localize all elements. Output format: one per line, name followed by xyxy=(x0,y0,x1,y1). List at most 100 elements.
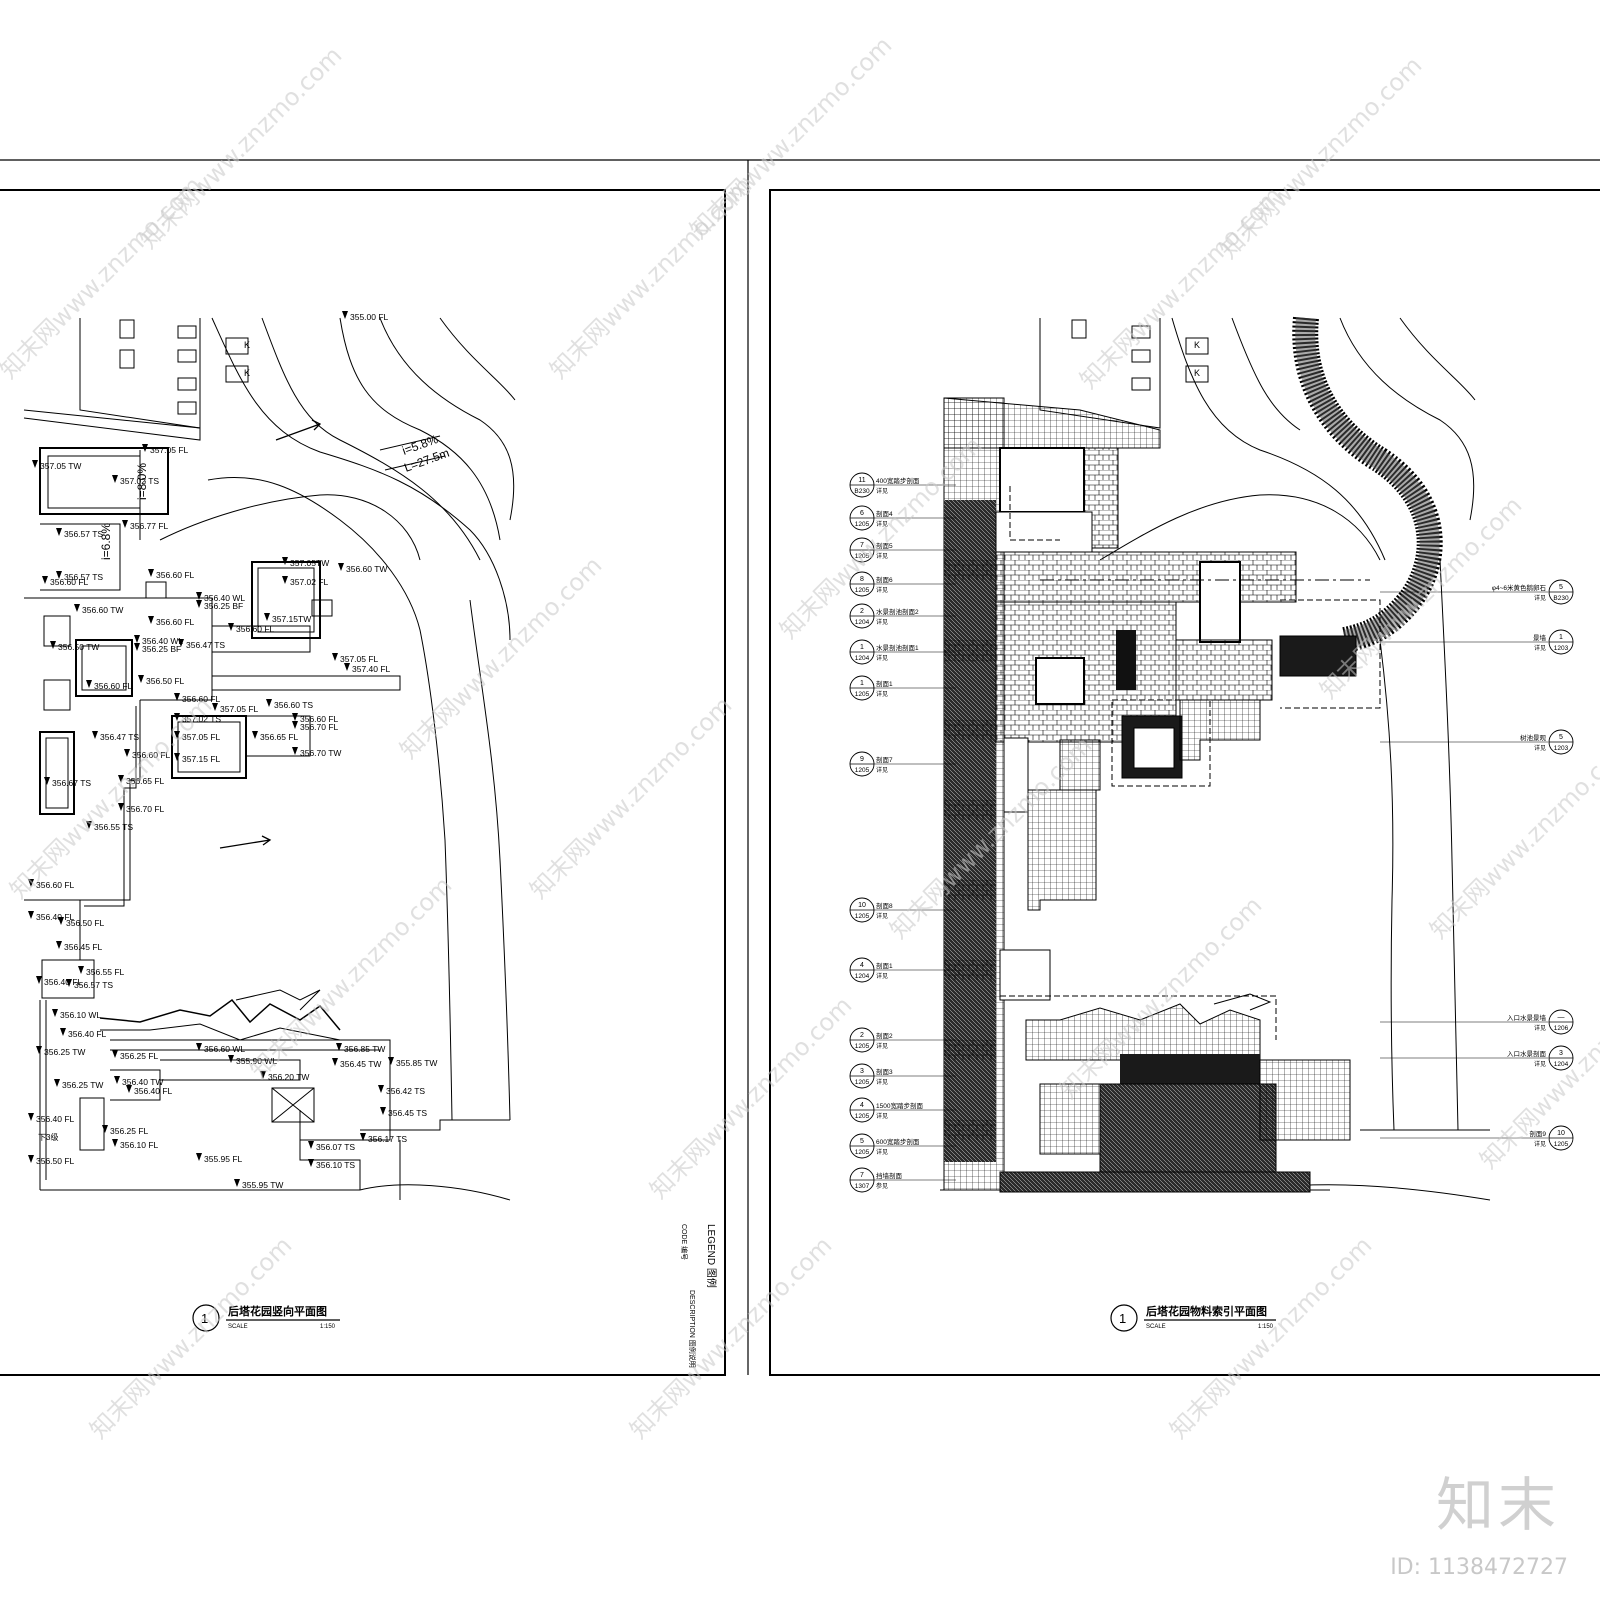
elevation-marker-icon xyxy=(336,1043,342,1051)
callout-ref: 参见 xyxy=(876,1182,888,1190)
callout-number: 3 xyxy=(1559,1050,1563,1057)
elevation-marker-icon xyxy=(92,731,98,739)
callout-sheet: 1203 xyxy=(1554,745,1569,752)
callout-number: 2 xyxy=(860,608,864,615)
elevation-label: 357.05 TW xyxy=(40,461,81,471)
elevation-marker-icon xyxy=(174,753,180,761)
elevation-label: 356.25 BF xyxy=(142,644,181,654)
elevation-marker-icon xyxy=(142,444,148,452)
callout-number: 4 xyxy=(860,1102,864,1109)
k-mark: K xyxy=(1194,368,1200,378)
elevation-marker-icon xyxy=(114,1076,120,1084)
watermark-text: 知末网www.znzmo.com xyxy=(134,41,347,254)
elevation-marker-icon xyxy=(380,1107,386,1115)
watermark-text: 知末网www.znzmo.com xyxy=(684,31,897,244)
callout-number: 7 xyxy=(860,542,864,549)
callout-number: 6 xyxy=(860,510,864,517)
left-scale-label: SCALE xyxy=(228,1324,248,1330)
elevation-label: 357.05TW xyxy=(290,558,329,568)
elevation-marker-icon xyxy=(266,699,272,707)
elevation-marker-icon xyxy=(78,966,84,974)
right-scale-label: SCALE xyxy=(1146,1324,1166,1330)
elevation-label: 356.60 TS xyxy=(274,700,313,710)
elevation-label: 356.17 TS xyxy=(368,1134,407,1144)
callout-sheet: 1205 xyxy=(855,587,870,594)
elevation-label: 356.60 FL xyxy=(36,880,75,890)
elevation-label: 357.15TW xyxy=(272,614,311,624)
elevation-marker-icon xyxy=(122,520,128,528)
elevation-marker-icon xyxy=(112,475,118,483)
callout-sheet: B230 xyxy=(854,488,870,495)
elevation-marker-icon xyxy=(252,731,258,739)
callout-ref: 详见 xyxy=(876,972,888,980)
callout-sheet: 1204 xyxy=(855,619,870,626)
callout-sheet: 1205 xyxy=(855,691,870,698)
elevation-marker-icon xyxy=(174,693,180,701)
elevation-label: 356.40 FL xyxy=(44,977,83,987)
elevation-label: 356.45 TS xyxy=(388,1108,427,1118)
callout-number: 5 xyxy=(860,1138,864,1145)
callout-ref: 详见 xyxy=(876,552,888,560)
k-mark: K xyxy=(1194,340,1200,350)
left-plan-title: 后塔花园竖向平面图 xyxy=(228,1304,327,1318)
elevation-marker-icon xyxy=(388,1057,394,1065)
watermark-text: 知末网www.znzmo.com xyxy=(1214,51,1427,264)
elevation-label: 356.60 TW xyxy=(346,564,387,574)
callout-sheet: 1205 xyxy=(855,767,870,774)
elevation-label: 356.85 TW xyxy=(344,1044,385,1054)
callout-ref: 详见 xyxy=(876,586,888,594)
callout-ref: 详见 xyxy=(1534,1060,1546,1068)
elevation-label: 355.95 TW xyxy=(242,1180,283,1190)
right-scale-value: 1:150 xyxy=(1258,1324,1274,1330)
elevation-marker-icon xyxy=(112,1050,118,1058)
elevation-marker-icon xyxy=(332,653,338,661)
elevation-label: 356.50 FL xyxy=(146,676,185,686)
callout-ref: 详见 xyxy=(876,1148,888,1156)
callout-ref: 详见 xyxy=(1534,744,1546,752)
elevation-marker-icon xyxy=(282,576,288,584)
elevation-marker-icon xyxy=(178,639,184,647)
image-id-label: ID: 1138472727 xyxy=(1390,1555,1568,1580)
slope-label-3: i=8.0% xyxy=(135,463,149,500)
callout-sheet: 1205 xyxy=(855,1113,870,1120)
elevation-marker-icon xyxy=(112,1139,118,1147)
callout-number: 1 xyxy=(860,680,864,687)
callout-number: 1 xyxy=(860,644,864,651)
elevation-marker-icon xyxy=(196,1043,202,1051)
right-hatch-paving xyxy=(943,397,1381,1193)
elevation-marker-icon xyxy=(292,721,298,729)
callout-text: 剖面4 xyxy=(876,509,893,518)
slope-label-4: i=6.8% xyxy=(99,523,113,560)
elevation-label: 356.25 FL xyxy=(120,1051,159,1061)
elevation-marker-icon xyxy=(342,311,348,319)
callout-sheet: 1206 xyxy=(1554,1025,1569,1032)
elevation-marker-icon xyxy=(196,1153,202,1161)
elevation-marker-icon xyxy=(282,557,288,565)
elevation-marker-icon xyxy=(56,941,62,949)
elevation-marker-icon xyxy=(58,917,64,925)
elevation-marker-icon xyxy=(228,1055,234,1063)
elevation-marker-icon xyxy=(36,976,42,984)
legend-title: LEGEND 图例 xyxy=(705,1224,718,1288)
elevation-marker-icon xyxy=(126,1085,132,1093)
watermark-text: 知末网www.znzmo.com xyxy=(84,1231,297,1444)
callout-sheet: 1204 xyxy=(855,655,870,662)
elevation-marker-icon xyxy=(212,703,218,711)
left-title-block: 1 后塔花园竖向平面图 SCALE 1:150 xyxy=(192,1304,340,1332)
callout-ref: 详见 xyxy=(876,654,888,662)
elevation-label: 356.10 WL xyxy=(60,1010,101,1020)
callout-number: 7 xyxy=(860,1172,864,1179)
callout-text: 1500宽踏步剖面 xyxy=(876,1101,923,1110)
elevation-marker-icon xyxy=(338,563,344,571)
watermark-text: 知末网www.znzmo.com xyxy=(4,691,217,904)
elevation-label: 355.85 TW xyxy=(396,1058,437,1068)
elevation-label: 357.40 FL xyxy=(352,664,391,674)
callout-number: 11 xyxy=(858,477,865,484)
